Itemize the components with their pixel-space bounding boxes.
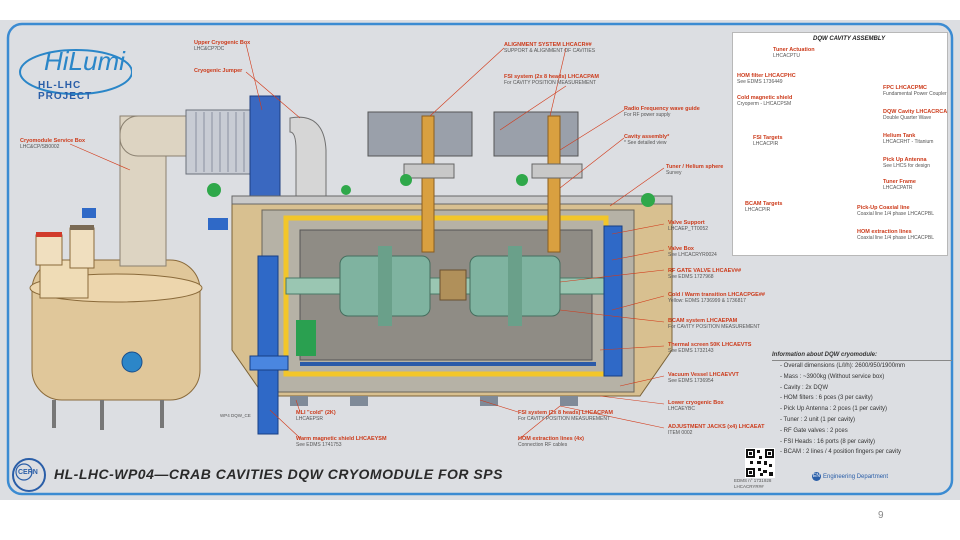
info-item: - RF Gate valves : 2 pces [780, 427, 848, 434]
qr-code [745, 448, 775, 478]
info-item: - HOM filters : 6 pces (3 per cavity) [780, 395, 873, 402]
adjustment-jacks [290, 396, 578, 406]
label-alignment-system: ALIGNMENT SYSTEM LHCACR##SUPPORT & ALIGN… [504, 42, 596, 54]
cern-logo-text: CERN [18, 469, 38, 476]
label-mli-cold: MLI "cold" (2K)LHCAEPSR [296, 410, 336, 422]
label-rf-gate-valve: RF GATE VALVE LHCAEV##See EDMS 1727968 [668, 268, 742, 280]
logo-swoosh [19, 49, 132, 95]
info-item: - FSI Heads : 16 ports (8 per cavity) [780, 438, 876, 445]
hilumi-logo: HiLumi HL-LHC PROJECT [14, 44, 132, 110]
rf-waveguides [341, 111, 655, 253]
poster-title: HL-LHC-WP04—CRAB CAVITIES DQW CRYOMODULE… [54, 466, 503, 482]
info-item: - Mass : ~3900kg (Without service box) [780, 373, 885, 380]
page-number: 9 [878, 510, 884, 521]
info-title: Information about DQW cryomodule: [772, 352, 952, 361]
wp-note: WP4 DQW_CE [220, 413, 251, 418]
edms-reference: EDMS n° 1731928 LHCACRYR## [734, 478, 772, 489]
leader-lines [69, 43, 665, 441]
en-badge-icon: EN [812, 472, 821, 481]
poster: HiLumi HL-LHC PROJECT Upper Cryogenic Bo… [0, 20, 960, 500]
info-item: - Cavity : 2x DQW [780, 384, 829, 391]
label-cryogenic-jumper: Cryogenic Jumper [194, 68, 243, 74]
cern-logo: CERN [10, 456, 48, 494]
info-item: - Tuner : 2 unit (1 per cavity) [780, 416, 856, 423]
label-cold-warm-transition: Cold / Warm transition LHCACPGE##Yellow:… [668, 292, 765, 304]
cold-warm-transitions [82, 208, 623, 435]
cern-logo-graphic [12, 458, 46, 492]
inset-title: DQW CAVITY ASSEMBLY [813, 36, 886, 42]
qr-code-graphic [745, 448, 775, 478]
label-hom-extraction-lines: HOM extraction lines (4x)Connection RF c… [518, 436, 585, 448]
info-item: - Pick Up Antenna : 2 pces (1 per cavity… [780, 406, 888, 413]
label-cavity-assembly: Cavity assembly** See detailed view [624, 134, 670, 146]
info-item: - Overall dimensions (L/l/h): 2600/950/1… [780, 363, 906, 369]
info-item: - BCAM : 2 lines / 4 position fingers pe… [780, 449, 902, 456]
service-box [29, 225, 203, 430]
engineering-text: Engineering Department [823, 474, 889, 481]
logo-subtext: HL-LHC PROJECT [38, 80, 93, 102]
info-block: Information about DQW cryomodule: - Over… [772, 352, 952, 458]
poster-frame [6, 22, 954, 496]
logo-text: HiLumi [44, 46, 125, 76]
